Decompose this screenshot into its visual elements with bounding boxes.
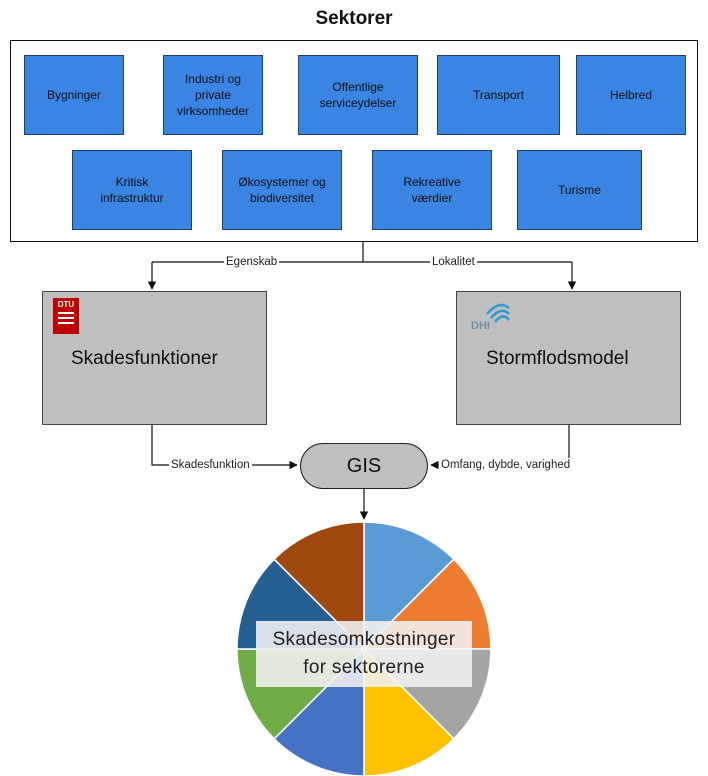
- sector-turisme: Turisme: [517, 150, 642, 230]
- pie-label-line1: Skadesomkostninger: [272, 629, 456, 650]
- sector-transport: Transport: [437, 55, 560, 135]
- pie-slice-0: [363, 521, 455, 651]
- sector-rekreative: Rekreative værdier: [372, 150, 492, 230]
- sector-industri: Industri og private virksomheder: [163, 55, 263, 135]
- dhi-logo-icon: DHI: [471, 298, 511, 334]
- sector-okosystemer: Økosystemer og biodiversitet: [222, 150, 342, 230]
- edge-label-omfang: Omfang, dybde, varighed: [439, 458, 573, 472]
- storm-surge-model-box: DHI Stormflodsmodel: [456, 291, 681, 425]
- gis-node: GIS: [300, 443, 428, 489]
- edge-label-skadesfunktion: Skadesfunktion: [169, 458, 252, 472]
- storm-surge-model-label: Stormflodsmodel: [486, 348, 629, 369]
- diagram-title: Sektorer: [315, 8, 393, 29]
- sector-helbred: Helbred: [576, 55, 686, 135]
- sector-bygninger: Bygninger: [24, 55, 124, 135]
- edge-label-lokalitet: Lokalitet: [430, 255, 477, 269]
- sector-kritisk-infrastruktur: Kritisk infrastruktur: [72, 150, 192, 230]
- sector-offentlige: Offentlige serviceydelser: [298, 55, 418, 135]
- dtu-logo-icon: DTU: [53, 298, 79, 334]
- damage-functions-box: DTU Skadesfunktioner: [42, 291, 267, 425]
- pie-label-line2: for sektorerne: [303, 657, 425, 678]
- pie-center-label: Skadesomkostninger for sektorerne: [256, 621, 472, 687]
- pie-slice-7: [273, 521, 365, 651]
- damage-functions-label: Skadesfunktioner: [71, 348, 218, 369]
- edge-label-egenskab: Egenskab: [224, 255, 280, 269]
